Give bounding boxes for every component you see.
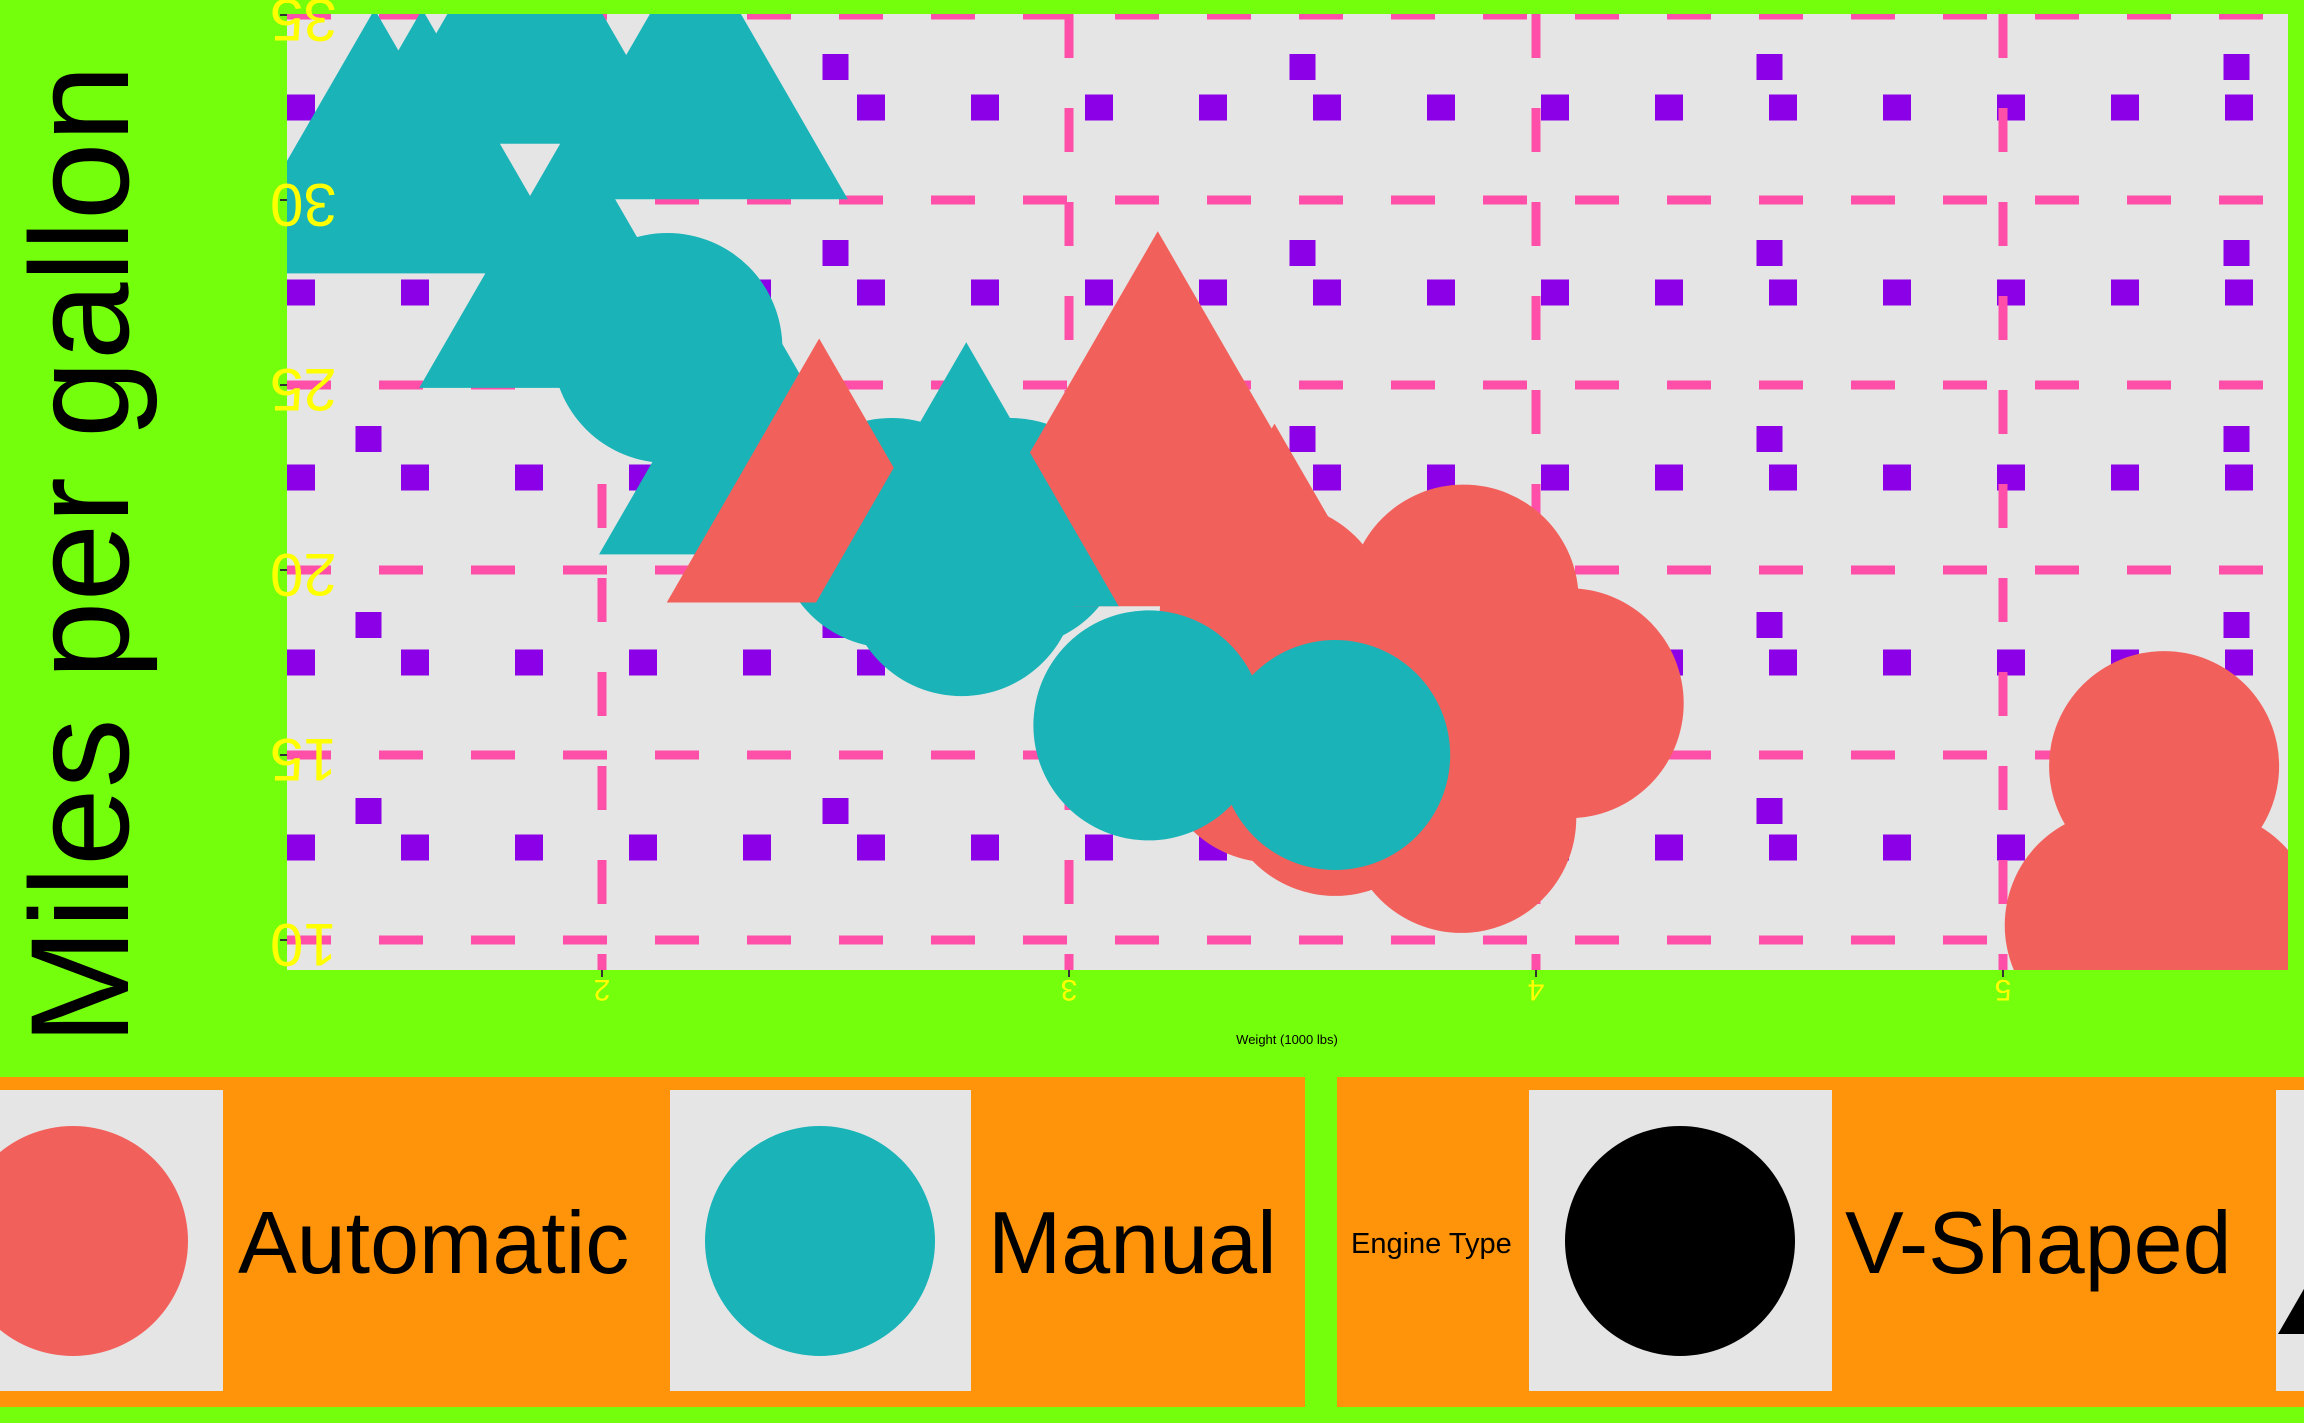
data-point-circle (2049, 651, 2280, 882)
legend-circle-icon (1565, 1126, 1795, 1356)
y-tick-label: 20 (270, 541, 337, 608)
data-point-circle (1033, 610, 1264, 841)
y-axis-title: Miles per gallon (1, 65, 158, 1045)
data-point-circle (1220, 640, 1451, 870)
legend-circle-icon (705, 1126, 935, 1356)
y-tick-label: 10 (270, 911, 337, 978)
x-tick-label: 2 (594, 973, 611, 1006)
data-point-triangle (372, 14, 678, 144)
legend-transmission: Automatic Manual (0, 1077, 1305, 1407)
data-point-triangle (287, 14, 527, 274)
legend-key (2276, 1090, 2304, 1391)
legend-title: Engine Type (1351, 1228, 1512, 1260)
data-point-triangle (542, 14, 848, 200)
legend-label: Manual (988, 1193, 1277, 1292)
legend-item-v-shaped[interactable]: V-Shaped (1529, 1090, 2232, 1391)
x-tick-label: 4 (1528, 973, 1545, 1006)
legend-engine-type: Engine Type V-Shaped (1337, 1070, 2304, 1407)
data-point-circle (552, 233, 783, 463)
data-point-triangle (986, 290, 1292, 555)
data-points (287, 14, 2288, 970)
x-tick-label: 3 (1061, 973, 1078, 1006)
data-point-circle (1348, 484, 1579, 715)
x-axis-title: Weight (1000 lbs) (1236, 1032, 1338, 1047)
y-tick-label: 35 (270, 0, 337, 53)
x-tick-label: 5 (1995, 973, 2012, 1006)
legend-triangle-icon (2278, 1288, 2304, 1334)
legend-item-straight[interactable] (2276, 1070, 2304, 1391)
legend-item-automatic[interactable]: Automatic (0, 1090, 629, 1391)
y-tick-label: 15 (270, 726, 337, 793)
y-tick-label: 30 (270, 171, 337, 238)
data-point-triangle (813, 342, 1119, 607)
legend-label: V-Shaped (1845, 1193, 2232, 1292)
axes: 10 15 20 25 30 35 2 3 4 5 (270, 0, 2011, 1006)
y-tick-label: 25 (270, 356, 337, 423)
legend-circle-icon (0, 1126, 188, 1356)
legend-item-manual[interactable]: Manual (670, 1090, 1277, 1391)
legend-label: Automatic (238, 1193, 629, 1292)
